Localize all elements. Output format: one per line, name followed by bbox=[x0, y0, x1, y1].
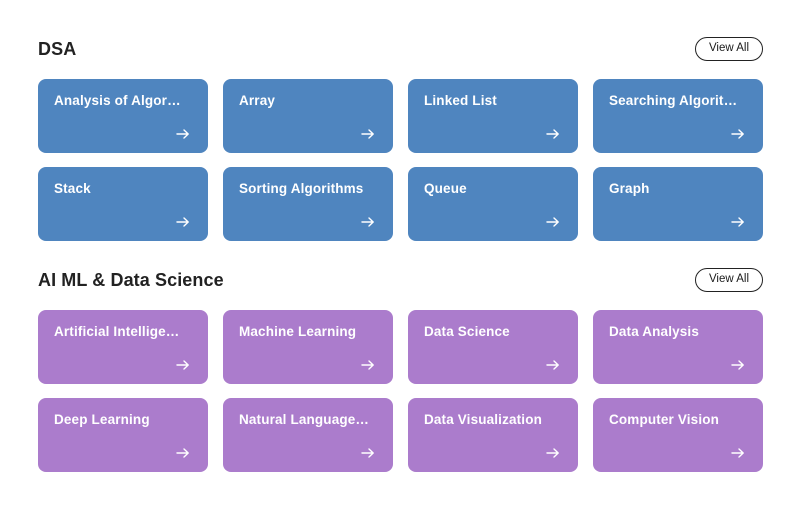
topic-card-label: Stack bbox=[54, 181, 91, 196]
arrow-right-icon bbox=[174, 356, 192, 374]
topic-card-artificial-intelligence[interactable]: Artificial Intellige… bbox=[38, 310, 208, 384]
topic-card-natural-language-processing[interactable]: Natural Language… bbox=[223, 398, 393, 472]
topic-card-label: Data Visualization bbox=[424, 412, 542, 427]
arrow-right-icon bbox=[729, 125, 747, 143]
arrow-right-icon bbox=[729, 213, 747, 231]
topic-card-label: Linked List bbox=[424, 93, 497, 108]
topic-card-label: Data Science bbox=[424, 324, 510, 339]
arrow-right-icon bbox=[174, 213, 192, 231]
topic-card-array[interactable]: Array bbox=[223, 79, 393, 153]
view-all-button-ai-ml[interactable]: View All bbox=[694, 268, 763, 292]
page-title: AI ML & Data Science bbox=[38, 270, 224, 290]
topic-card-sorting-algorithms[interactable]: Sorting Algorithms bbox=[223, 167, 393, 241]
topic-card-label: Natural Language… bbox=[239, 412, 370, 427]
topic-card-label: Analysis of Algor… bbox=[54, 93, 181, 108]
view-all-button-dsa[interactable]: View All bbox=[694, 37, 763, 61]
arrow-right-icon bbox=[359, 125, 377, 143]
topic-card-label: Searching Algorit… bbox=[609, 93, 738, 108]
topic-card-machine-learning[interactable]: Machine Learning bbox=[223, 310, 393, 384]
arrow-right-icon bbox=[729, 356, 747, 374]
page-title: DSA bbox=[38, 39, 77, 59]
arrow-right-icon bbox=[544, 356, 562, 374]
topic-card-label: Data Analysis bbox=[609, 324, 699, 339]
arrow-right-icon bbox=[174, 125, 192, 143]
arrow-right-icon bbox=[359, 356, 377, 374]
arrow-right-icon bbox=[544, 444, 562, 462]
section-ai-ml-data-science: AI ML & Data Science View All Artificial… bbox=[38, 265, 763, 472]
section-header: AI ML & Data Science View All bbox=[38, 265, 763, 295]
arrow-right-icon bbox=[359, 444, 377, 462]
topic-card-label: Array bbox=[239, 93, 276, 108]
topic-card-analysis-of-algorithms[interactable]: Analysis of Algor… bbox=[38, 79, 208, 153]
arrow-right-icon bbox=[174, 444, 192, 462]
topic-card-graph[interactable]: Graph bbox=[593, 167, 763, 241]
section-dsa: DSA View All Analysis of Algor… Array Li… bbox=[38, 34, 763, 241]
topic-card-label: Computer Vision bbox=[609, 412, 720, 427]
topic-card-queue[interactable]: Queue bbox=[408, 167, 578, 241]
topic-card-label: Machine Learning bbox=[239, 324, 357, 339]
arrow-right-icon bbox=[544, 125, 562, 143]
topic-card-linked-list[interactable]: Linked List bbox=[408, 79, 578, 153]
section-header: DSA View All bbox=[38, 34, 763, 64]
topic-card-searching-algorithms[interactable]: Searching Algorit… bbox=[593, 79, 763, 153]
topic-card-label: Sorting Algorithms bbox=[239, 181, 364, 196]
topic-card-data-science[interactable]: Data Science bbox=[408, 310, 578, 384]
card-grid-dsa: Analysis of Algor… Array Linked List Sea… bbox=[38, 79, 763, 241]
topic-card-stack[interactable]: Stack bbox=[38, 167, 208, 241]
topic-card-label: Graph bbox=[609, 181, 650, 196]
topic-card-label: Artificial Intellige… bbox=[54, 324, 180, 339]
card-grid-ai-ml: Artificial Intellige… Machine Learning D… bbox=[38, 310, 763, 472]
topic-card-deep-learning[interactable]: Deep Learning bbox=[38, 398, 208, 472]
arrow-right-icon bbox=[359, 213, 377, 231]
arrow-right-icon bbox=[729, 444, 747, 462]
topic-card-data-analysis[interactable]: Data Analysis bbox=[593, 310, 763, 384]
topic-card-computer-vision[interactable]: Computer Vision bbox=[593, 398, 763, 472]
arrow-right-icon bbox=[544, 213, 562, 231]
topic-card-label: Deep Learning bbox=[54, 412, 150, 427]
topic-card-data-visualization[interactable]: Data Visualization bbox=[408, 398, 578, 472]
topic-card-label: Queue bbox=[424, 181, 467, 196]
